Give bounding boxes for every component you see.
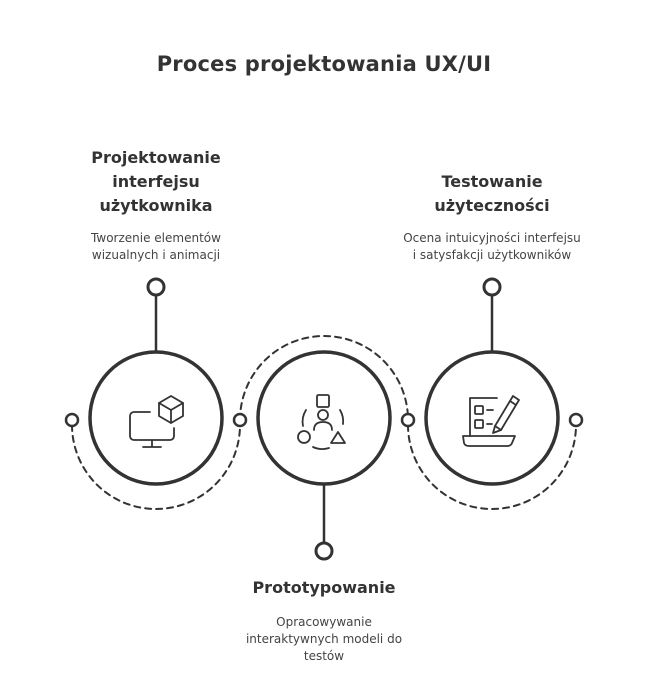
- dashed-arc-middle: [239, 335, 409, 421]
- stage-1-title-line-3: użytkownika: [99, 196, 213, 215]
- stage-2-description: Opracowywanie interaktywnych modeli do t…: [200, 614, 448, 665]
- junction-dot-2: [400, 412, 416, 428]
- junction-dot-1: [232, 412, 248, 428]
- stage-3-title-line-2: użyteczności: [434, 196, 550, 215]
- stage-2-title-line-1: Prototypowanie: [252, 578, 396, 597]
- dashed-arc-left: [71, 424, 241, 510]
- stage-2-desc-line-2: interaktywnych modeli do: [245, 632, 403, 646]
- stage-3-description: Ocena intuicyjności interfejsu i satysfa…: [368, 230, 616, 264]
- left-end-dot: [64, 412, 80, 428]
- dashed-arc-right: [407, 424, 577, 510]
- stage-1-desc-line-1: Tworzenie elementów: [91, 231, 221, 245]
- stage-1-title-line-1: Projektowanie: [91, 148, 221, 167]
- right-end-dot: [568, 412, 584, 428]
- stage-3-top-dot: [482, 277, 502, 297]
- stage-2-desc-line-3: testów: [303, 649, 345, 663]
- stage-1-title-line-2: interfejsu: [112, 172, 200, 191]
- stage-3-title-line-1: Testowanie: [441, 172, 543, 191]
- stage-1-top-dot: [146, 277, 166, 297]
- stage-3-circle: [424, 350, 560, 486]
- stage-3-desc-line-1: Ocena intuicyjności interfejsu: [403, 231, 581, 245]
- stage-2-circle: [256, 350, 392, 486]
- checklist-pen-icon: [462, 395, 520, 447]
- stage-3-title: Testowanie użyteczności: [368, 170, 616, 218]
- page-title: Proces projektowania UX/UI: [156, 52, 492, 76]
- stage-2-desc-line-1: Opracowywanie: [276, 615, 372, 629]
- monitor-cube-icon: [129, 395, 184, 448]
- stage-1-description: Tworzenie elementów wizualnych i animacj…: [52, 230, 260, 264]
- stage-2-title: Prototypowanie: [200, 576, 448, 600]
- stage-1-circle: [88, 350, 224, 486]
- stage-1-title: Projektowanie interfejsu użytkownika: [52, 146, 260, 218]
- stage-2-bottom-dot: [314, 541, 334, 561]
- stage-1-desc-line-2: wizualnych i animacji: [91, 248, 221, 262]
- stage-3-desc-line-2: i satysfakcji użytkowników: [412, 248, 572, 262]
- user-shapes-icon: [297, 394, 346, 450]
